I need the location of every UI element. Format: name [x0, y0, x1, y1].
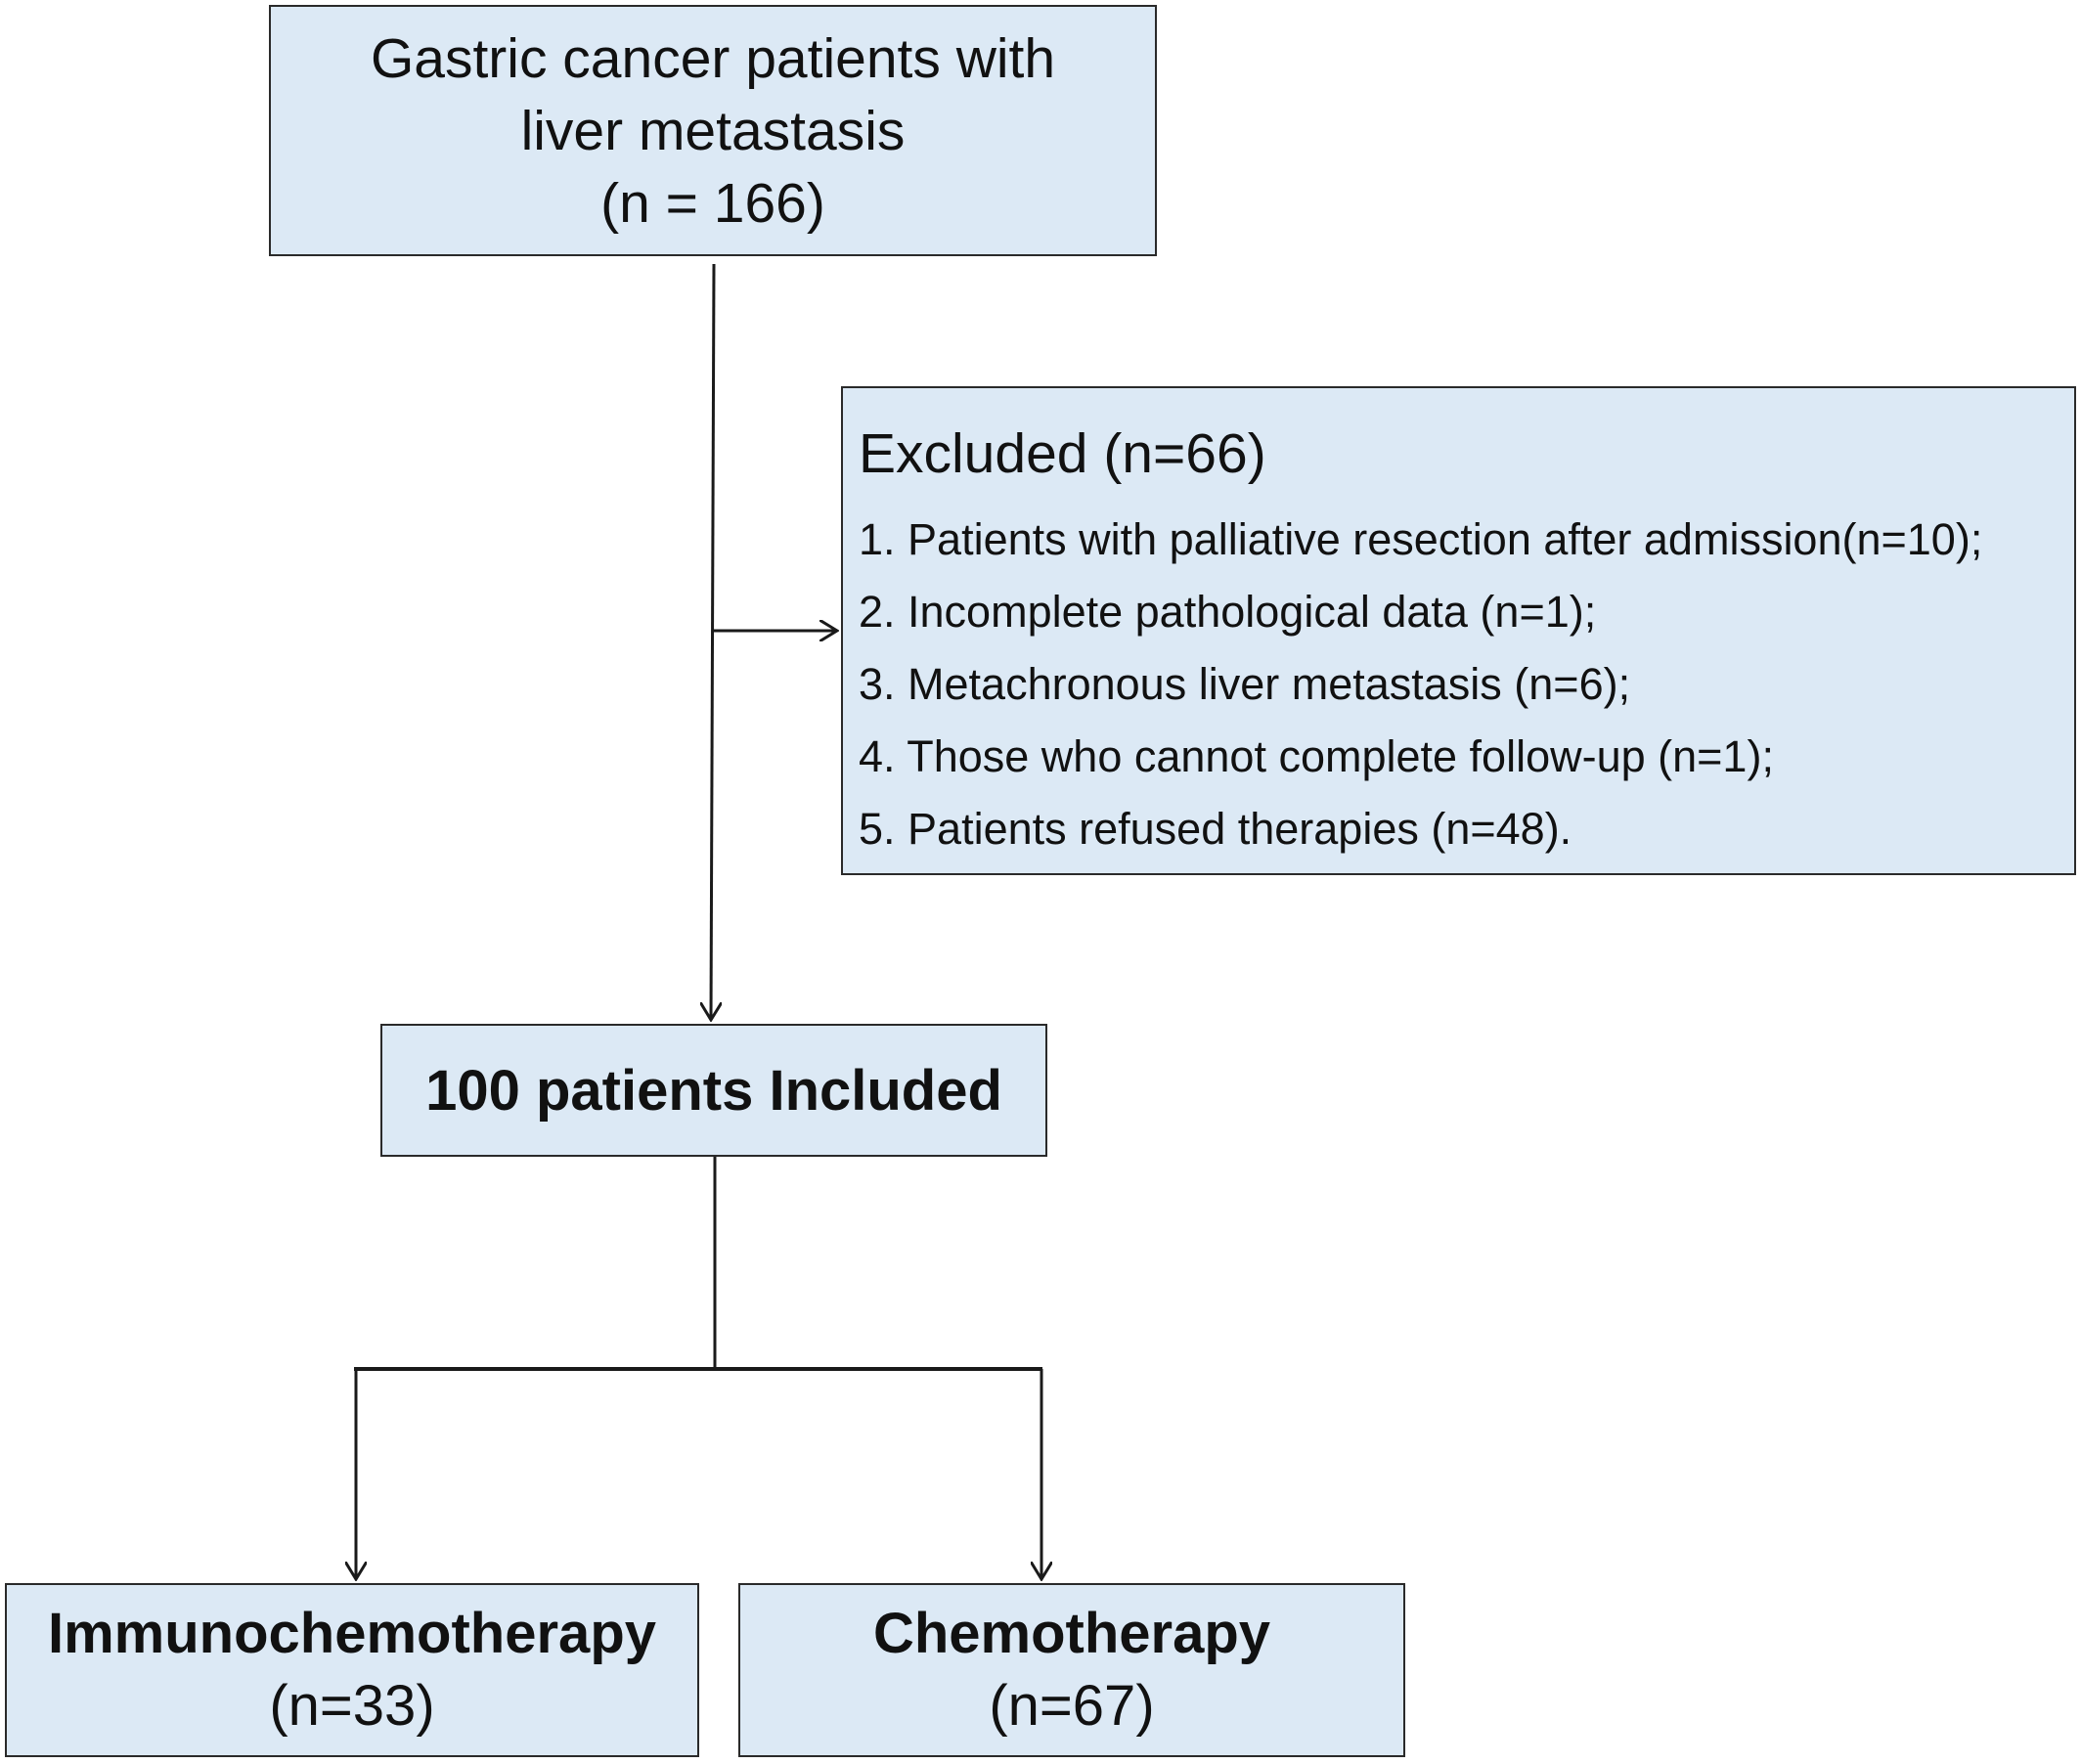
- start-box: Gastric cancer patients with liver metas…: [269, 5, 1157, 256]
- included-box: 100 patients Included: [380, 1024, 1047, 1157]
- excluded-list: 1. Patients with palliative resection af…: [859, 504, 2074, 865]
- chemotherapy-box: Chemotherapy (n=67): [738, 1583, 1405, 1757]
- immunochemotherapy-label: Immunochemotherapy: [48, 1602, 656, 1665]
- immunochemotherapy-box: Immunochemotherapy (n=33): [5, 1583, 699, 1757]
- immunochemotherapy-count: (n=33): [269, 1674, 435, 1738]
- excluded-item: 3. Metachronous liver metastasis (n=6);: [859, 659, 1631, 709]
- start-line1: Gastric cancer patients with: [370, 26, 1056, 90]
- excluded-item: 4. Those who cannot complete follow-up (…: [859, 731, 1774, 781]
- chemotherapy-label: Chemotherapy: [872, 1602, 1271, 1665]
- excluded-item: 1. Patients with palliative resection af…: [859, 514, 1983, 564]
- included-label: 100 patients Included: [425, 1058, 1002, 1123]
- chemotherapy-count: (n=67): [989, 1674, 1155, 1738]
- excluded-title: Excluded (n=66): [859, 422, 1266, 485]
- excluded-item: 5. Patients refused therapies (n=48).: [859, 804, 1572, 854]
- excluded-item: 2. Incomplete pathological data (n=1);: [859, 587, 1597, 637]
- start-count: (n = 166): [600, 171, 825, 235]
- arrow-start-to-included: [711, 263, 714, 1020]
- start-line2: liver metastasis: [520, 99, 906, 162]
- excluded-box: Excluded (n=66) 1. Patients with palliat…: [841, 386, 2076, 875]
